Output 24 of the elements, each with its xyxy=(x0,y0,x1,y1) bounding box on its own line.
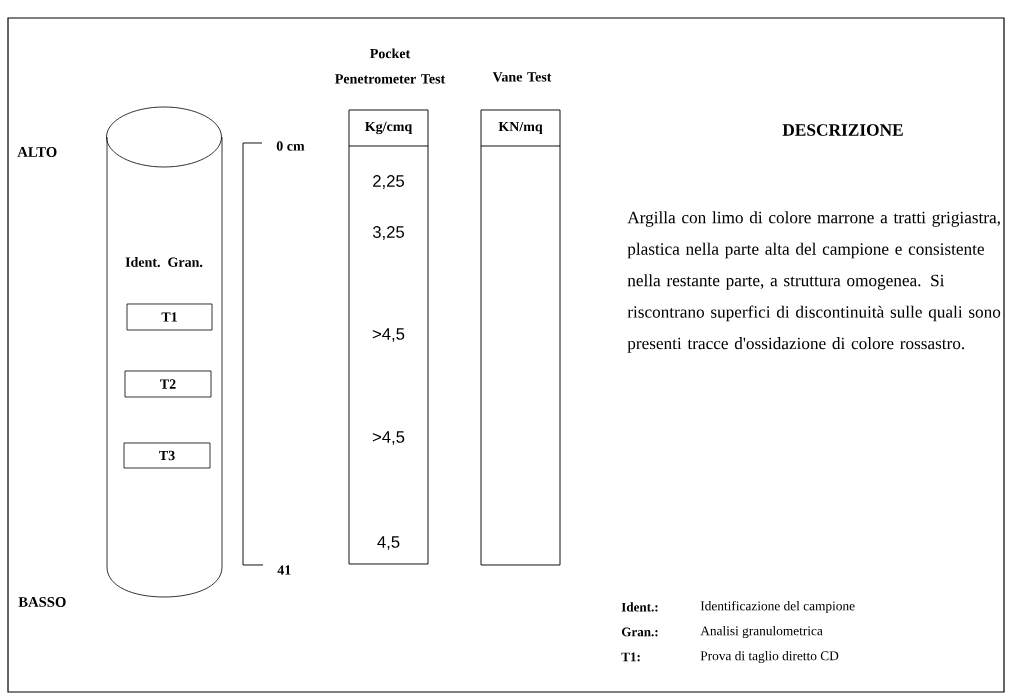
legend-key: Ident.: xyxy=(621,602,658,612)
position-label: ALTO xyxy=(17,147,57,157)
sample-tag-box: T3 xyxy=(123,442,211,469)
legend-text: Identificazione del campione xyxy=(700,600,855,614)
legend-text: Prova di taglio diretto CD xyxy=(700,650,839,664)
column-heading: Pocket Penetrometer Test xyxy=(335,48,446,84)
reading-value: >4,5 xyxy=(372,431,405,445)
section-heading: DESCRIZIONE xyxy=(782,124,903,136)
reading-value: 4,5 xyxy=(377,536,400,550)
column-heading: Vane Test xyxy=(492,72,552,82)
test-column: KN/mq xyxy=(480,109,561,566)
depth-label: 0 cm xyxy=(276,141,305,151)
description-text: Argilla con limo di colore marrone a tratti grigiastra, plastica nella parte alta del campione e consistente nella restante parte, a struttura omogenea. Si riscontrano superfici di discontinuità sulle quali sono presenti tracce d'ossidazione di colore rossastro. xyxy=(627,211,1001,353)
legend-key: T1: xyxy=(621,652,640,662)
legend-key: Gran.: xyxy=(621,627,658,637)
sample-tag-box: T2 xyxy=(124,370,212,398)
sample-label: Ident. Gran. xyxy=(125,257,203,267)
depth-label: 41 xyxy=(277,565,291,575)
position-label: BASSO xyxy=(18,597,66,607)
reading-value: >4,5 xyxy=(372,328,405,342)
sample-tag-box: T1 xyxy=(126,303,213,331)
legend-text: Analisi granulometrica xyxy=(700,625,823,639)
reading-value: 2,25 xyxy=(373,175,405,189)
reading-value: 3,25 xyxy=(372,226,405,240)
